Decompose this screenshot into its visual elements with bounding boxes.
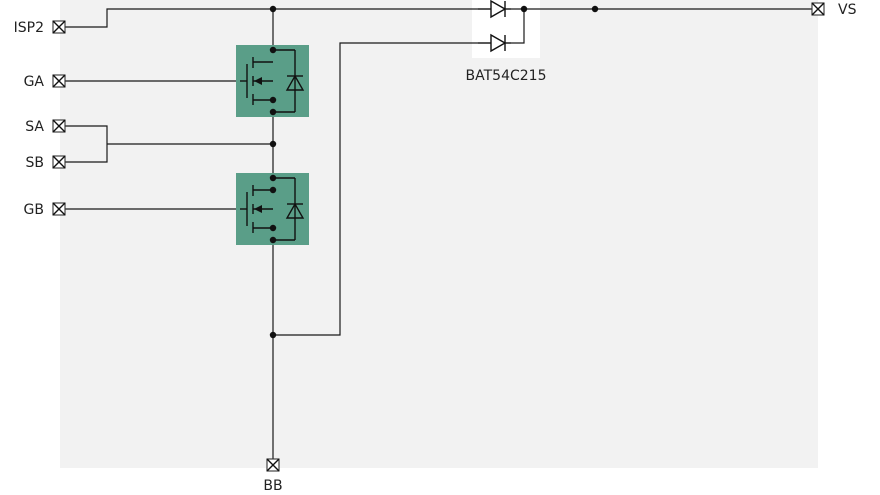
junction-dot — [269, 140, 277, 148]
junction-dot — [269, 331, 277, 339]
junction-dot — [269, 174, 277, 182]
port-isp2[interactable] — [52, 20, 66, 34]
diode-pair — [478, 0, 511, 53]
junction-dot — [269, 224, 277, 232]
mosfet-b — [236, 173, 309, 245]
port-sa[interactable] — [52, 119, 66, 133]
junctions — [269, 5, 599, 339]
junction-dot — [269, 186, 277, 194]
junction-dot — [269, 5, 277, 13]
diode-pair-label: BAT54C215 — [466, 68, 547, 84]
junction-dot — [269, 236, 277, 244]
wire-return — [273, 42, 478, 336]
port-gb[interactable] — [52, 202, 66, 216]
port-label-sa: SA — [25, 119, 44, 135]
wire-diode-common — [511, 9, 525, 44]
schematic-canvas — [60, 0, 818, 468]
diode-top — [478, 0, 511, 19]
port-ga[interactable] — [52, 74, 66, 88]
junction-dot — [269, 96, 277, 104]
junction-dot — [269, 108, 277, 116]
port-label-isp2: ISP2 — [14, 20, 44, 36]
port-label-sb: SB — [26, 155, 45, 171]
mosfet-a — [236, 45, 309, 117]
port-bb[interactable] — [266, 458, 280, 472]
diode-bottom — [478, 33, 511, 53]
port-label-ga: GA — [24, 74, 45, 90]
port-label-vs: VS — [838, 2, 857, 18]
junction-dot — [591, 5, 599, 13]
junction-dot — [520, 5, 528, 13]
port-label-gb: GB — [24, 202, 44, 218]
port-label-bb: BB — [263, 478, 282, 494]
port-sb[interactable] — [52, 155, 66, 169]
port-vs[interactable] — [811, 2, 825, 16]
wire-isp2 — [65, 8, 273, 28]
junction-dot — [269, 46, 277, 54]
